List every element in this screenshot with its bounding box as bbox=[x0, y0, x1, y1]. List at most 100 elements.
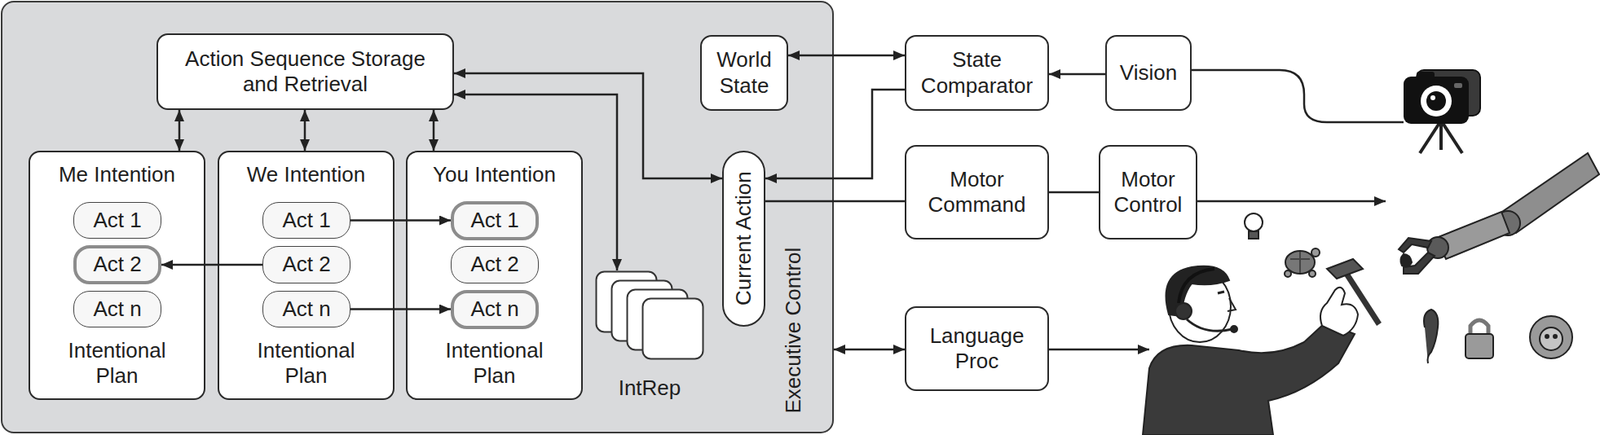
connector-arrow bbox=[765, 89, 905, 179]
box-label: Motor Command bbox=[912, 167, 1041, 218]
camera-icon-part bbox=[1439, 120, 1443, 150]
camera-icon-part bbox=[1420, 85, 1452, 117]
object-icons-part bbox=[1309, 270, 1316, 278]
process-box: Motor Command bbox=[904, 145, 1050, 240]
connector-arrow bbox=[833, 348, 905, 352]
current-action-pill: Current Action bbox=[722, 150, 766, 327]
box-label: State Comparator bbox=[912, 47, 1041, 98]
plan-caption: Intentional Plan bbox=[425, 338, 565, 389]
connector-arrow bbox=[788, 54, 905, 58]
camera-icon-part bbox=[1403, 76, 1469, 124]
person-figure-part bbox=[1227, 298, 1236, 312]
act-label: Act 2 bbox=[470, 251, 519, 278]
connector-arrow bbox=[1049, 73, 1106, 76]
process-box: Vision bbox=[1105, 35, 1192, 111]
connector-arrow bbox=[161, 264, 263, 267]
object-icons-part bbox=[1423, 309, 1438, 364]
leader-lines bbox=[1049, 70, 1404, 350]
person-figure-part bbox=[1186, 319, 1233, 331]
object-icons-part bbox=[1311, 248, 1320, 257]
intention-panel: Act 1 Act 2 Act n We IntentionIntentional P… bbox=[217, 150, 395, 401]
camera-icon-part bbox=[1454, 83, 1463, 89]
act-label: Act 2 bbox=[92, 251, 142, 278]
box-label: Vision bbox=[1119, 60, 1177, 86]
process-box: Action Sequence Storage and Retrieval bbox=[156, 33, 454, 111]
act-label: Act n bbox=[282, 296, 331, 322]
connector-arrow bbox=[178, 110, 181, 151]
object-icons-part bbox=[1539, 327, 1563, 351]
leader-lines-part bbox=[1191, 70, 1404, 123]
card-stack bbox=[595, 270, 705, 365]
act-step: Act 2 bbox=[450, 246, 539, 284]
plan-caption: Intentional Plan bbox=[237, 338, 376, 389]
camera-icon-part bbox=[1416, 71, 1435, 80]
person-figure bbox=[1142, 266, 1358, 435]
intention-panel: Act 1 Act 2 Act n Me IntentionIntentional P… bbox=[28, 150, 206, 401]
act-step: Act 1 bbox=[262, 202, 351, 239]
connector-arrow bbox=[350, 308, 451, 311]
process-box: State Comparator bbox=[904, 35, 1050, 111]
act-step: Act 1 bbox=[73, 202, 162, 239]
plan-label: We Intention bbox=[246, 162, 366, 188]
box-label: Motor Control bbox=[1106, 167, 1190, 218]
act-label: Act 2 bbox=[282, 251, 331, 278]
person-figure-part bbox=[1230, 326, 1238, 333]
act-step: Act n bbox=[450, 290, 539, 330]
object-icons-part bbox=[1529, 316, 1573, 359]
robot-arm bbox=[1398, 153, 1600, 274]
connector-arrow bbox=[453, 94, 618, 271]
object-icons bbox=[1244, 213, 1573, 364]
camera-icon-part bbox=[1430, 95, 1436, 101]
act-label: Act 1 bbox=[92, 207, 142, 234]
act-step: Act 2 bbox=[73, 245, 162, 285]
object-icons-part bbox=[1244, 213, 1263, 232]
stack-label: IntRep bbox=[618, 375, 682, 402]
box-label: World State bbox=[708, 47, 781, 98]
card bbox=[643, 299, 704, 360]
act-step: Act n bbox=[262, 290, 351, 328]
act-step: Act n bbox=[73, 290, 162, 328]
leader-lines-part bbox=[1197, 200, 1386, 203]
vertical-label-holder: Executive Control bbox=[771, 234, 817, 427]
robot-arm-part bbox=[1398, 238, 1432, 253]
box-label: Action Sequence Storage and Retrieval bbox=[164, 46, 446, 97]
box-label: Language Proc bbox=[912, 323, 1041, 375]
connector-arrow bbox=[432, 110, 436, 151]
person-figure-part bbox=[1142, 322, 1355, 435]
object-icons-part bbox=[1545, 334, 1549, 339]
process-box: Motor Control bbox=[1098, 145, 1198, 240]
object-icons-part bbox=[1326, 259, 1363, 279]
object-icons-part bbox=[1284, 270, 1292, 278]
plan-label: You Intention bbox=[432, 162, 556, 188]
connector-arrow bbox=[350, 219, 451, 222]
camera-icon bbox=[1403, 70, 1481, 154]
act-step: Act 1 bbox=[450, 201, 539, 241]
act-step: Act 2 bbox=[262, 246, 351, 284]
object-icons-part bbox=[1465, 334, 1494, 359]
act-label: Act n bbox=[92, 296, 142, 322]
person-figure-part bbox=[1175, 303, 1192, 320]
camera-icon-part bbox=[1441, 120, 1463, 154]
panel-label: Executive Control bbox=[780, 247, 807, 415]
leader-lines-part bbox=[1049, 348, 1150, 352]
act-label: Act 1 bbox=[470, 207, 519, 234]
connector-arrow bbox=[453, 73, 723, 179]
intention-panel: Act 1 Act 2 Act n You IntentionIntentional … bbox=[405, 150, 583, 401]
person-figure-part bbox=[1217, 291, 1225, 294]
camera-icon-part bbox=[1419, 120, 1442, 154]
plan-label: Me Intention bbox=[58, 162, 176, 188]
process-box: World State bbox=[700, 35, 789, 111]
object-icons-part bbox=[1290, 251, 1310, 274]
camera-icon-part bbox=[1426, 91, 1446, 111]
object-icons-part bbox=[1248, 231, 1259, 239]
connector-arrow bbox=[304, 110, 307, 151]
robot-arm-part bbox=[1400, 254, 1412, 267]
plan-caption: Intentional Plan bbox=[48, 338, 187, 389]
object-icons-part bbox=[1553, 334, 1557, 339]
act-label: Act 1 bbox=[282, 207, 331, 234]
connector-arrow bbox=[765, 200, 905, 203]
connector-arrow bbox=[1049, 191, 1099, 194]
vertical-label: Current Action bbox=[731, 171, 757, 307]
executive-control-panel: Action Sequence Storage and Retrieval Wor… bbox=[0, 0, 834, 434]
person-figure-part bbox=[1178, 268, 1215, 304]
